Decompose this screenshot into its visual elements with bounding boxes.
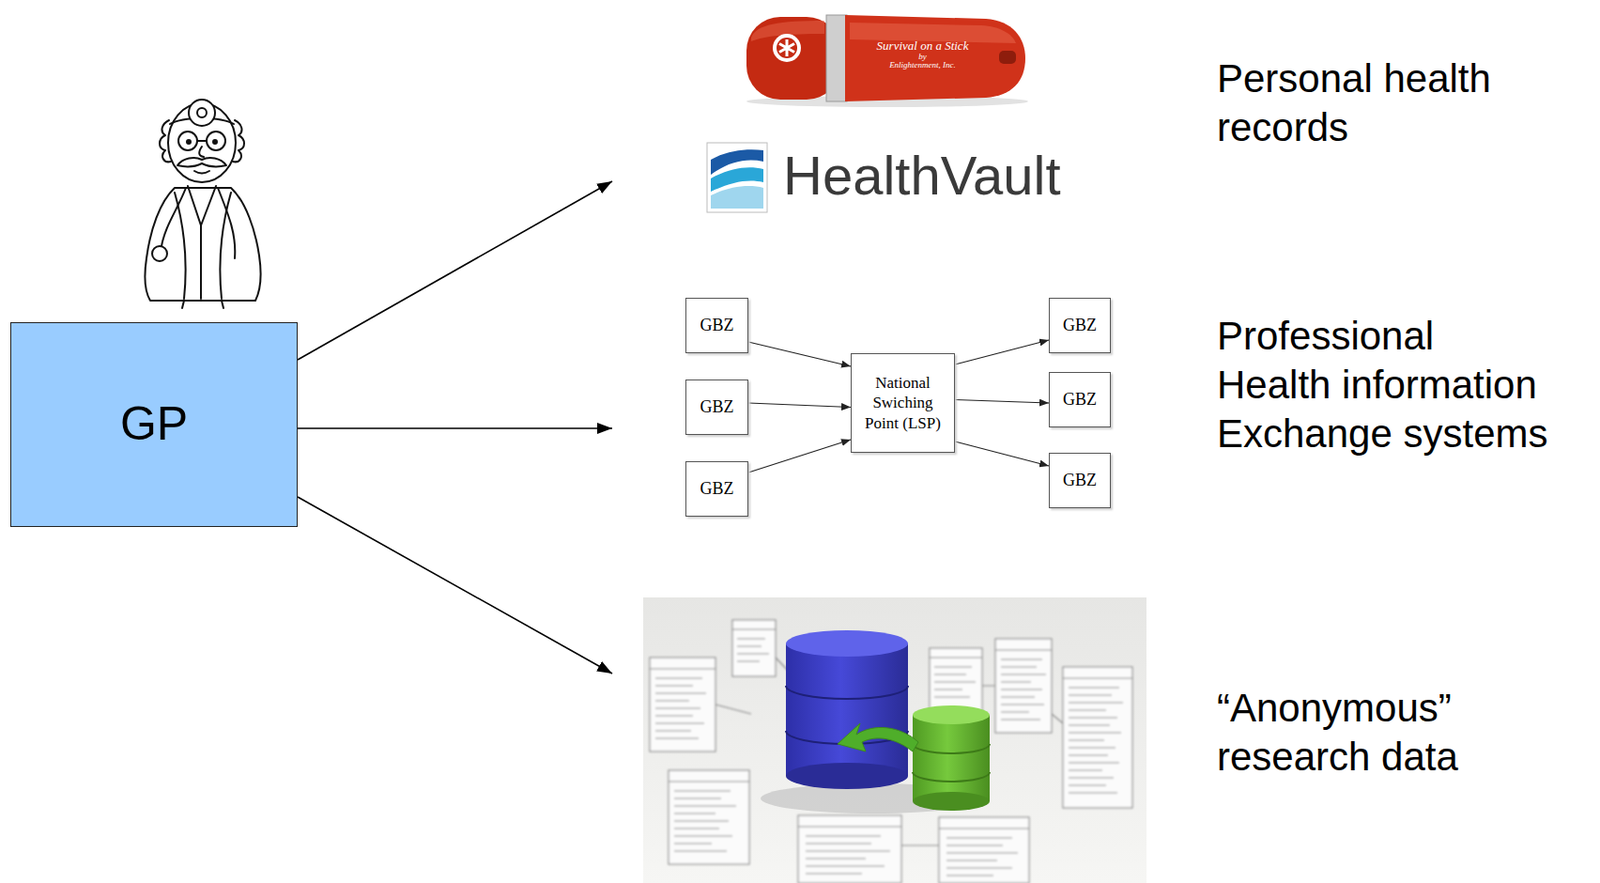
cylinder-top: [785, 630, 908, 657]
connector-arrow: [954, 339, 1049, 365]
usb-band: [826, 15, 847, 102]
glasses-left: [178, 131, 198, 151]
node-text: GBZ: [1062, 470, 1097, 491]
table-lines: [732, 629, 776, 662]
stethoscope-disc: [152, 246, 168, 262]
arrow-line: [297, 496, 613, 674]
table-lines: [929, 657, 983, 697]
gbz-box: GBZ: [1048, 452, 1111, 508]
usb-stick: [746, 15, 1029, 108]
glasses-right: [206, 131, 226, 151]
table-sketches: [649, 619, 1133, 883]
table-sketch: [995, 638, 1052, 733]
category-label: Professional Health information Exchange…: [1216, 311, 1554, 459]
category-label: Personal health records: [1216, 54, 1554, 153]
node-text: GBZ: [700, 397, 735, 417]
node-text: GBZ: [1062, 389, 1097, 410]
medical-star: [779, 39, 795, 57]
glasses-bridge: [197, 139, 207, 142]
gbz-box: GBZ: [1048, 371, 1111, 428]
table-lines: [995, 649, 1052, 720]
arrow-line: [297, 427, 613, 430]
eye: [213, 139, 217, 144]
gp-box: GP: [10, 322, 298, 527]
green-cylinder: [912, 705, 990, 811]
table-lines: [1062, 677, 1133, 793]
doctor-coat: [144, 187, 261, 301]
usb-stick-text: Survival on a Stick: [849, 38, 996, 53]
connector-arrow: [954, 441, 1049, 466]
medical-emblem: [776, 37, 798, 59]
connector-arrow: [748, 402, 851, 408]
gp-arrows: [297, 181, 613, 674]
icon-wave: [710, 185, 764, 209]
table-sketch: [938, 816, 1030, 883]
doctor-cartoon: [144, 99, 261, 308]
doctor-mouth: [194, 170, 210, 173]
doctor-head: [168, 103, 236, 183]
usb-stick-text: Enlightenment, Inc.: [849, 60, 996, 71]
healthvault-icon: [707, 142, 768, 213]
gbz-box: GBZ: [685, 297, 749, 354]
usb-stick-text: by: [849, 51, 996, 62]
doctor-mustache: [177, 157, 227, 167]
table-sketch: [1062, 666, 1133, 808]
table-sketch: [798, 815, 902, 883]
database-picture: [643, 597, 1147, 883]
blue-cylinder: [785, 630, 908, 789]
cylinder-bottom: [912, 791, 990, 811]
healthvault-logo-text: HealthVault: [783, 142, 1093, 209]
table-sketch: [732, 619, 776, 677]
connector-arrow: [954, 400, 1049, 404]
connector-arrow: [748, 341, 851, 367]
cylinder-band: [912, 743, 990, 782]
gbz-box: GBZ: [685, 461, 749, 517]
usb-body: [845, 15, 1026, 102]
doctor-lapels: [174, 185, 231, 299]
doctor-legs: [182, 300, 224, 308]
head-mirror-hole: [197, 107, 207, 118]
table-lines: [938, 828, 1030, 876]
node-text: GP: [120, 397, 188, 452]
gbz-box: GBZ: [685, 379, 749, 435]
cylinder-body: [912, 714, 990, 801]
doctor-stethoscope: [161, 187, 235, 259]
cylinder-bottom: [785, 762, 908, 789]
cylinder-top: [912, 705, 990, 724]
category-label: “Anonymous” research data: [1216, 683, 1554, 782]
table-lines: [668, 781, 750, 851]
table-sketch: [649, 657, 716, 752]
picture-ground: [643, 597, 1147, 883]
node-text: National Swiching Point (LSP): [859, 372, 947, 433]
head-mirror: [188, 99, 216, 126]
eye: [186, 139, 191, 144]
gbz-box: GBZ: [1048, 297, 1111, 354]
table-sketch: [668, 769, 750, 864]
table-lines: [798, 826, 902, 874]
usb-loop-hole: [999, 50, 1016, 64]
medical-emblem: [772, 33, 801, 62]
table-lines: [649, 668, 716, 739]
table-sketch: [929, 647, 983, 714]
connector-arrow: [748, 439, 851, 473]
arrow-line: [297, 181, 613, 360]
switching-point-box: National Swiching Point (LSP): [850, 353, 955, 453]
node-text: GBZ: [1062, 315, 1097, 336]
node-text: GBZ: [700, 315, 735, 336]
cylinder-body: [785, 643, 908, 776]
green-arrow: [837, 723, 919, 752]
node-text: GBZ: [700, 478, 735, 499]
doctor-nose: [199, 146, 204, 157]
icon-frame: [707, 142, 768, 213]
